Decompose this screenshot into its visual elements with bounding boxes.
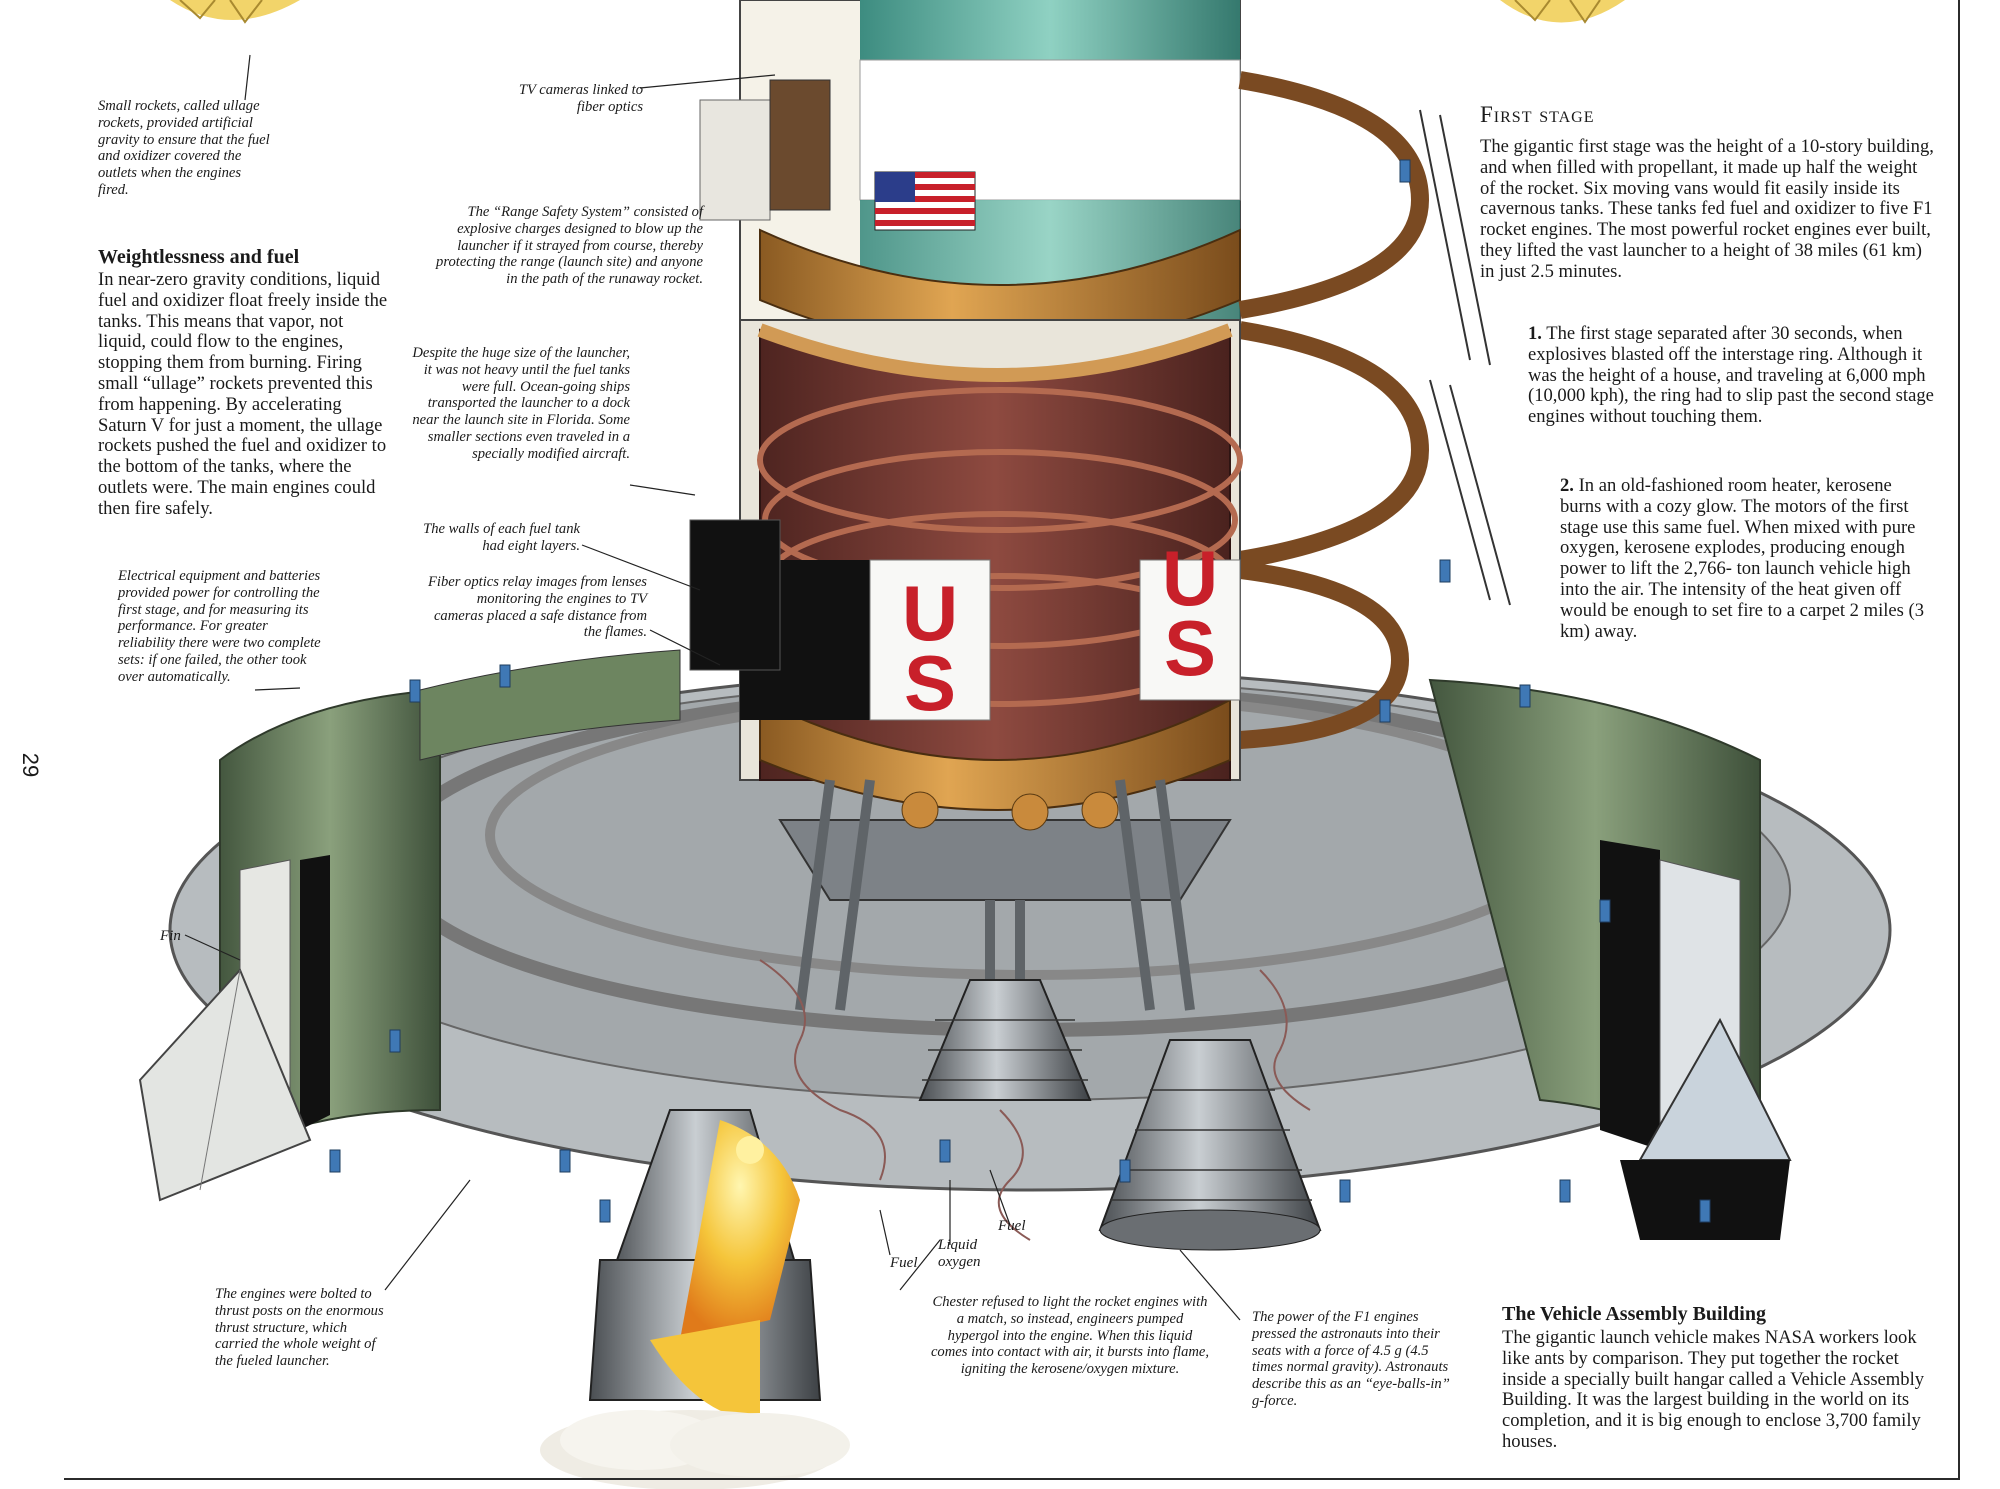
label-fin: Fin — [160, 928, 181, 944]
first-stage-point-1: 1. The first stage separated after 30 se… — [1528, 323, 1938, 428]
rocket-letter-s-left: S — [904, 639, 956, 727]
fuel-pipework — [759, 959, 1311, 1241]
label-fuel-right: Fuel — [998, 1218, 1026, 1234]
vab-heading: The Vehicle Assembly Building — [1502, 1303, 1766, 1325]
workers — [329, 159, 1711, 1223]
spiral-staircase — [1238, 71, 1430, 749]
first-stage-heading: First stage — [1480, 102, 1595, 127]
rocket-letter-u-left: U — [902, 569, 958, 657]
leader-lines — [184, 54, 1241, 1321]
note-electrical-equipment: Electrical equipment and batteries provi… — [118, 568, 321, 685]
staircase-rails — [1419, 109, 1511, 606]
first-stage-body: The gigantic first stage was the height … — [1480, 136, 1934, 282]
note-ullage-rockets: Small rockets, called ullage rockets, pr… — [98, 98, 270, 198]
green-wall-left — [219, 649, 681, 1162]
note-range-safety: The “Range Safety System” consisted of e… — [436, 204, 703, 288]
point-1-text: The first stage separated after 30 secon… — [1528, 323, 1934, 428]
label-liquid-oxygen: Liquid oxygen — [938, 1237, 981, 1270]
note-engines-bolted: The engines were bolted to thrust posts … — [215, 1286, 384, 1370]
point-2-text: In an old-fashioned room heater, kerosen… — [1560, 475, 1925, 642]
page-frame — [64, 0, 1960, 1480]
weightlessness-heading: Weightlessness and fuel — [98, 246, 300, 268]
note-tank-walls: The walls of each fuel tank had eight la… — [423, 521, 580, 554]
american-flag — [874, 171, 976, 231]
engine-flame — [650, 1120, 800, 1420]
first-stage-tank: U S U S — [689, 319, 1243, 811]
fin-left — [138, 968, 312, 1202]
exhaust-cloud — [540, 1410, 850, 1489]
vab-body: The gigantic launch vehicle makes NASA w… — [1502, 1327, 1925, 1452]
first-stage-point-2: 2. In an old-fashioned room heater, kero… — [1560, 475, 1926, 642]
upper-engine-glow-right — [1500, 0, 1625, 24]
rocket-letter-u-right: U — [1162, 534, 1218, 622]
rocket-letter-s-right: S — [1164, 604, 1216, 692]
point-2-number: 2. — [1560, 475, 1574, 496]
page-number: 29 — [18, 752, 44, 778]
point-1-number: 1. — [1528, 323, 1542, 344]
upper-engine-glow-left — [170, 0, 300, 24]
weightlessness-body: In near-zero gravity conditions, liquid … — [98, 269, 388, 519]
note-chester-hypergol: Chester refused to light the rocket engi… — [930, 1294, 1210, 1378]
f1-engine-center — [918, 979, 1092, 1101]
note-fiber-optics: Fiber optics relay images from lenses mo… — [427, 574, 647, 641]
note-tv-cameras: TV cameras linked to fiber optics — [518, 82, 643, 115]
label-fuel-left: Fuel — [890, 1255, 918, 1271]
note-f1-power: The power of the F1 engines pressed the … — [1252, 1309, 1450, 1409]
note-fuel-tanks: Despite the huge size of the launcher, i… — [412, 345, 630, 462]
